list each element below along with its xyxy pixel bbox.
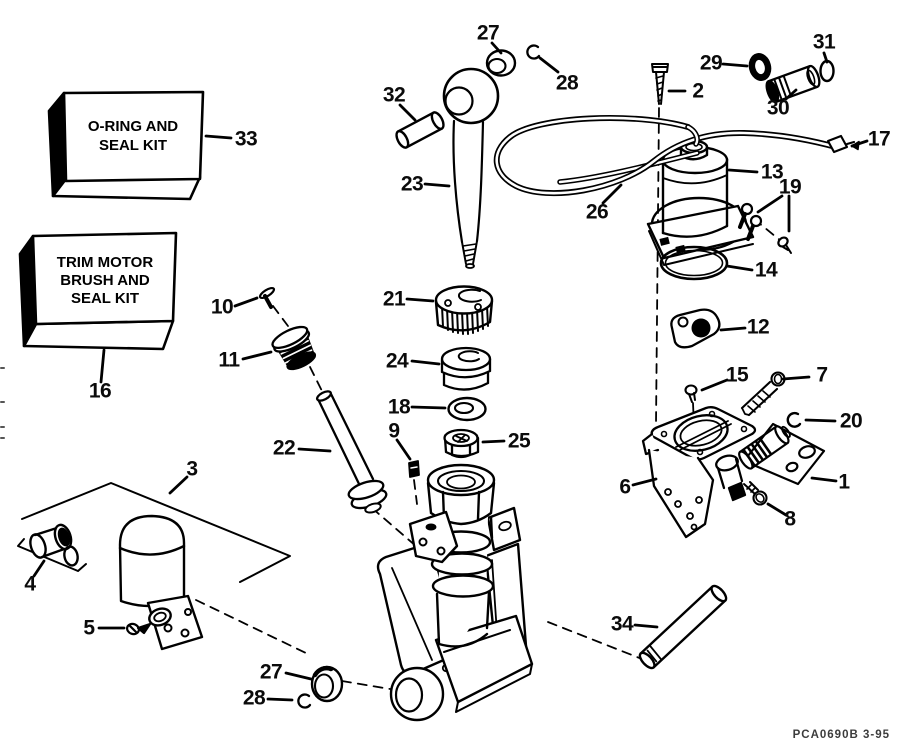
callout-15: 15 bbox=[725, 363, 749, 387]
part-valve-plate-1 bbox=[738, 422, 826, 486]
callout-18: 18 bbox=[387, 395, 411, 419]
callout-19: 19 bbox=[778, 175, 802, 199]
callout-34: 34 bbox=[610, 612, 634, 636]
part-trim-motor-13 bbox=[646, 139, 755, 266]
part-oring-28-top bbox=[526, 44, 541, 60]
part-bushing-27-bottom bbox=[310, 665, 344, 703]
part-main-casting bbox=[376, 463, 534, 722]
callout-27-top: 27 bbox=[476, 21, 500, 45]
callout-16: 16 bbox=[88, 379, 112, 403]
part-washer-29 bbox=[748, 53, 772, 81]
callout-10: 10 bbox=[210, 295, 234, 319]
callout-9: 9 bbox=[388, 419, 400, 443]
callout-12: 12 bbox=[746, 315, 770, 339]
callout-14: 14 bbox=[754, 258, 778, 282]
callout-32: 32 bbox=[382, 83, 406, 107]
callout-1: 1 bbox=[838, 470, 850, 494]
callout-25: 25 bbox=[507, 429, 531, 453]
kit-box-16-line1: TRIM MOTOR bbox=[57, 254, 154, 271]
callout-27-bottom: 27 bbox=[259, 660, 283, 684]
callout-6: 6 bbox=[619, 475, 631, 499]
callout-2: 2 bbox=[692, 79, 704, 103]
part-grommet-9 bbox=[408, 460, 420, 478]
callout-7: 7 bbox=[816, 363, 828, 387]
callout-33: 33 bbox=[234, 127, 258, 151]
part-piston-24 bbox=[440, 346, 492, 391]
part-oring-28-bottom bbox=[297, 693, 312, 709]
part-retaining-ring-20 bbox=[786, 411, 802, 428]
callout-20: 20 bbox=[839, 409, 863, 433]
callout-21: 21 bbox=[382, 287, 406, 311]
part-bushing-4 bbox=[29, 523, 79, 567]
part-tube-22 bbox=[315, 390, 388, 514]
part-oring-14 bbox=[659, 245, 729, 281]
scan-artifact-marks bbox=[0, 367, 5, 439]
kit-box-33-line2: SEAL KIT bbox=[99, 137, 167, 154]
part-filter-plug-11 bbox=[271, 325, 317, 371]
part-valve-pin-10 bbox=[258, 286, 276, 309]
part-wire-harness-26 bbox=[493, 115, 839, 197]
oring-seal-kit-box bbox=[47, 90, 205, 201]
part-reservoir bbox=[118, 514, 204, 651]
part-pump-filter-12 bbox=[670, 308, 721, 349]
drawing-code: PCA0690B 3-95 bbox=[792, 729, 890, 741]
callout-22: 22 bbox=[272, 436, 296, 460]
part-oring-31 bbox=[819, 59, 835, 83]
part-screw-15 bbox=[684, 384, 698, 403]
kit-box-16-line3: SEAL KIT bbox=[71, 290, 139, 307]
part-pin-32 bbox=[395, 111, 445, 149]
part-bushing-27-top bbox=[485, 49, 517, 77]
callout-29: 29 bbox=[699, 51, 723, 75]
trim-motor-kit-box bbox=[18, 231, 178, 351]
part-pin-34 bbox=[638, 584, 728, 670]
callout-13: 13 bbox=[760, 160, 784, 184]
part-piston-rod-23 bbox=[442, 67, 500, 269]
callout-4: 4 bbox=[24, 572, 36, 596]
kit-box-16-line2: BRUSH AND bbox=[60, 272, 150, 289]
part-filter-30 bbox=[765, 64, 821, 104]
callout-28-top: 28 bbox=[555, 71, 579, 95]
part-bracket-outline-3 bbox=[17, 482, 291, 583]
part-screws-19 bbox=[738, 202, 792, 254]
callout-11: 11 bbox=[218, 348, 240, 372]
callout-3: 3 bbox=[186, 457, 198, 481]
part-nut-25 bbox=[443, 428, 480, 459]
callout-24: 24 bbox=[385, 349, 409, 373]
callout-5: 5 bbox=[83, 616, 95, 640]
part-bolt-7 bbox=[740, 371, 786, 417]
part-screw-5 bbox=[126, 622, 152, 636]
part-washer-18 bbox=[447, 396, 487, 422]
callout-31: 31 bbox=[812, 30, 836, 54]
part-end-cap-21 bbox=[434, 285, 494, 335]
callout-26: 26 bbox=[585, 200, 609, 224]
part-screw-2 bbox=[651, 63, 669, 105]
callout-23: 23 bbox=[400, 172, 424, 196]
callout-30: 30 bbox=[766, 96, 790, 120]
leader-lines bbox=[32, 41, 869, 702]
part-terminal-17 bbox=[826, 134, 856, 154]
callout-8: 8 bbox=[784, 507, 796, 531]
kit-box-33-line1: O-RING AND bbox=[88, 118, 178, 135]
callout-17: 17 bbox=[867, 127, 891, 151]
callout-28-bottom: 28 bbox=[242, 686, 266, 710]
part-screw-8 bbox=[743, 481, 768, 506]
part-manifold-6 bbox=[641, 406, 757, 539]
